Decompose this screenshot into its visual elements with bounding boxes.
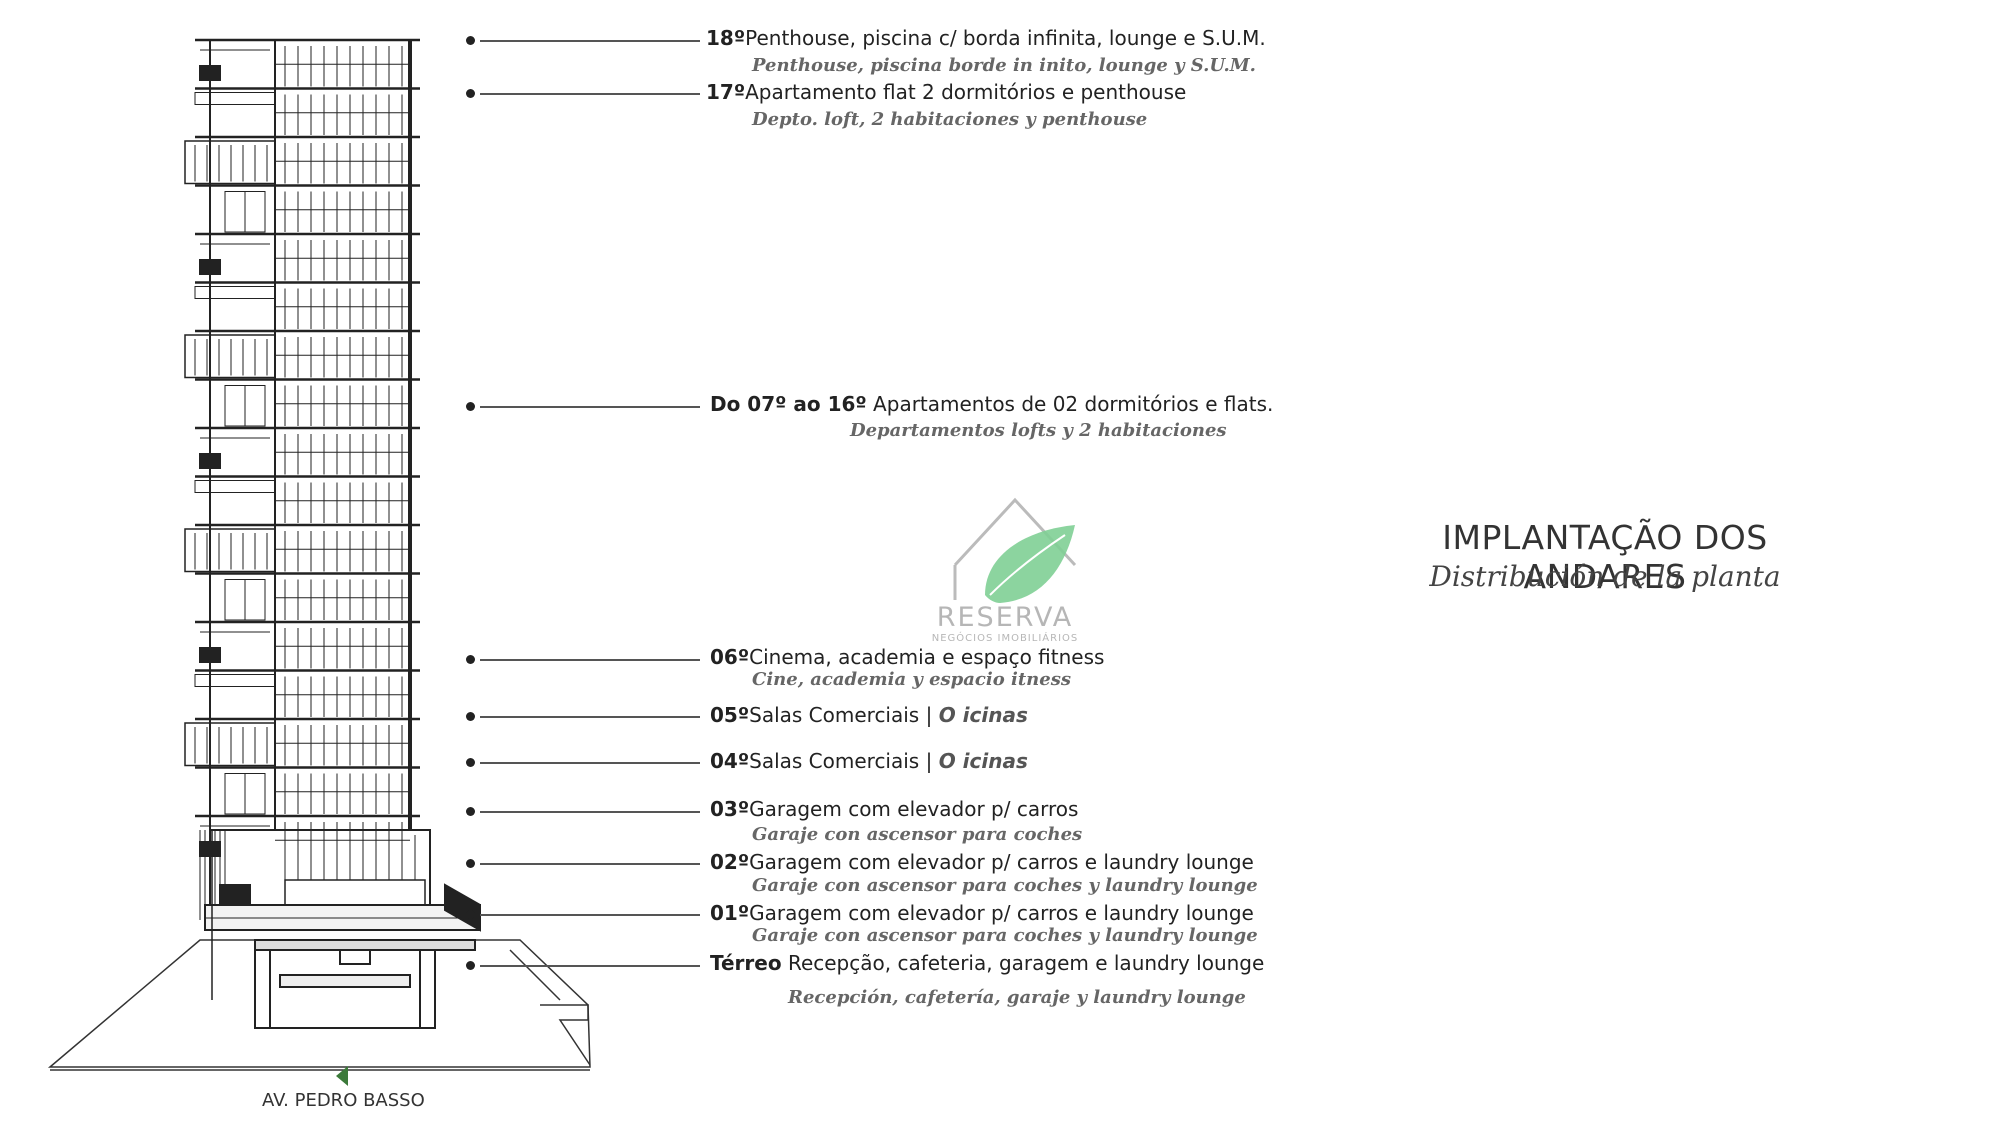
leader-line	[480, 40, 700, 42]
leader-dot	[466, 910, 475, 919]
leader-line	[480, 93, 700, 95]
reserva-logo	[953, 497, 1077, 603]
tower-body	[209, 39, 411, 831]
leader-line	[480, 863, 700, 865]
floor-label-terreo-es: Recepción, cafetería, garaje y laundry l…	[788, 987, 1246, 1008]
logo-tagline: NEGÓCIOS IMOBILIÁRIOS	[931, 633, 1079, 644]
floor-label-04: 04ºSalas Comerciais | O icinas	[710, 749, 1028, 773]
direction-arrow-icon	[336, 1066, 348, 1086]
leader-line	[480, 659, 700, 661]
floor-label-01: 01ºGaragem com elevador p/ carros e laun…	[710, 901, 1254, 925]
floor-label-02-es: Garaje con ascensor para coches y laundr…	[752, 875, 1258, 896]
floor-label-05: 05ºSalas Comerciais | O icinas	[710, 703, 1028, 727]
leader-line	[480, 914, 700, 916]
page-title: IMPLANTAÇÃO DOS ANDARES	[1442, 518, 1768, 596]
page-subtitle: Distribución de la planta	[1429, 560, 1781, 593]
leader-dot	[466, 859, 475, 868]
floor-label-terreo: Térreo Recepção, cafeteria, garagem e la…	[710, 951, 1265, 975]
leader-line	[480, 716, 700, 718]
street-label: AV. PEDRO BASSO	[262, 1090, 425, 1111]
floor-label-03: 03ºGaragem com elevador p/ carros	[710, 797, 1079, 821]
leader-dot	[466, 655, 475, 664]
floor-label-18: 18ºPenthouse, piscina c/ borda infinita,…	[706, 26, 1266, 50]
building-illustration	[47, 38, 591, 1071]
floor-label-07-16: Do 07º ao 16º Apartamentos de 02 dormitó…	[710, 392, 1274, 416]
floor-label-17-es: Depto. loft, 2 habitaciones y penthouse	[752, 109, 1148, 130]
logo-name: RESERVA	[936, 602, 1074, 633]
leader-line	[480, 406, 700, 408]
floor-label-01-es: Garaje con ascensor para coches y laundr…	[752, 925, 1258, 946]
leader-dot	[466, 961, 475, 970]
leader-line	[480, 762, 700, 764]
leader-dot	[466, 89, 475, 98]
floor-label-18-es: Penthouse, piscina borde in inito, loung…	[752, 55, 1256, 76]
leader-dot	[466, 758, 475, 767]
ground-plot	[47, 939, 591, 1068]
floor-label-07-16-es: Departamentos lofts y 2 habitaciones	[850, 420, 1227, 441]
leader-line	[480, 965, 700, 967]
floor-label-17: 17ºApartamento flat 2 dormitórios e pent…	[706, 80, 1187, 104]
leader-dot	[466, 712, 475, 721]
leader-dot	[466, 807, 475, 816]
floor-label-06: 06ºCinema, academia e espaço fitness	[710, 645, 1105, 669]
floor-label-06-es: Cine, academia y espacio itness	[752, 669, 1071, 690]
leader-dot	[466, 36, 475, 45]
leader-line	[480, 811, 700, 813]
floor-label-03-es: Garaje con ascensor para coches	[752, 824, 1083, 845]
floor-label-02: 02ºGaragem com elevador p/ carros e laun…	[710, 850, 1254, 874]
leader-dot	[466, 402, 475, 411]
